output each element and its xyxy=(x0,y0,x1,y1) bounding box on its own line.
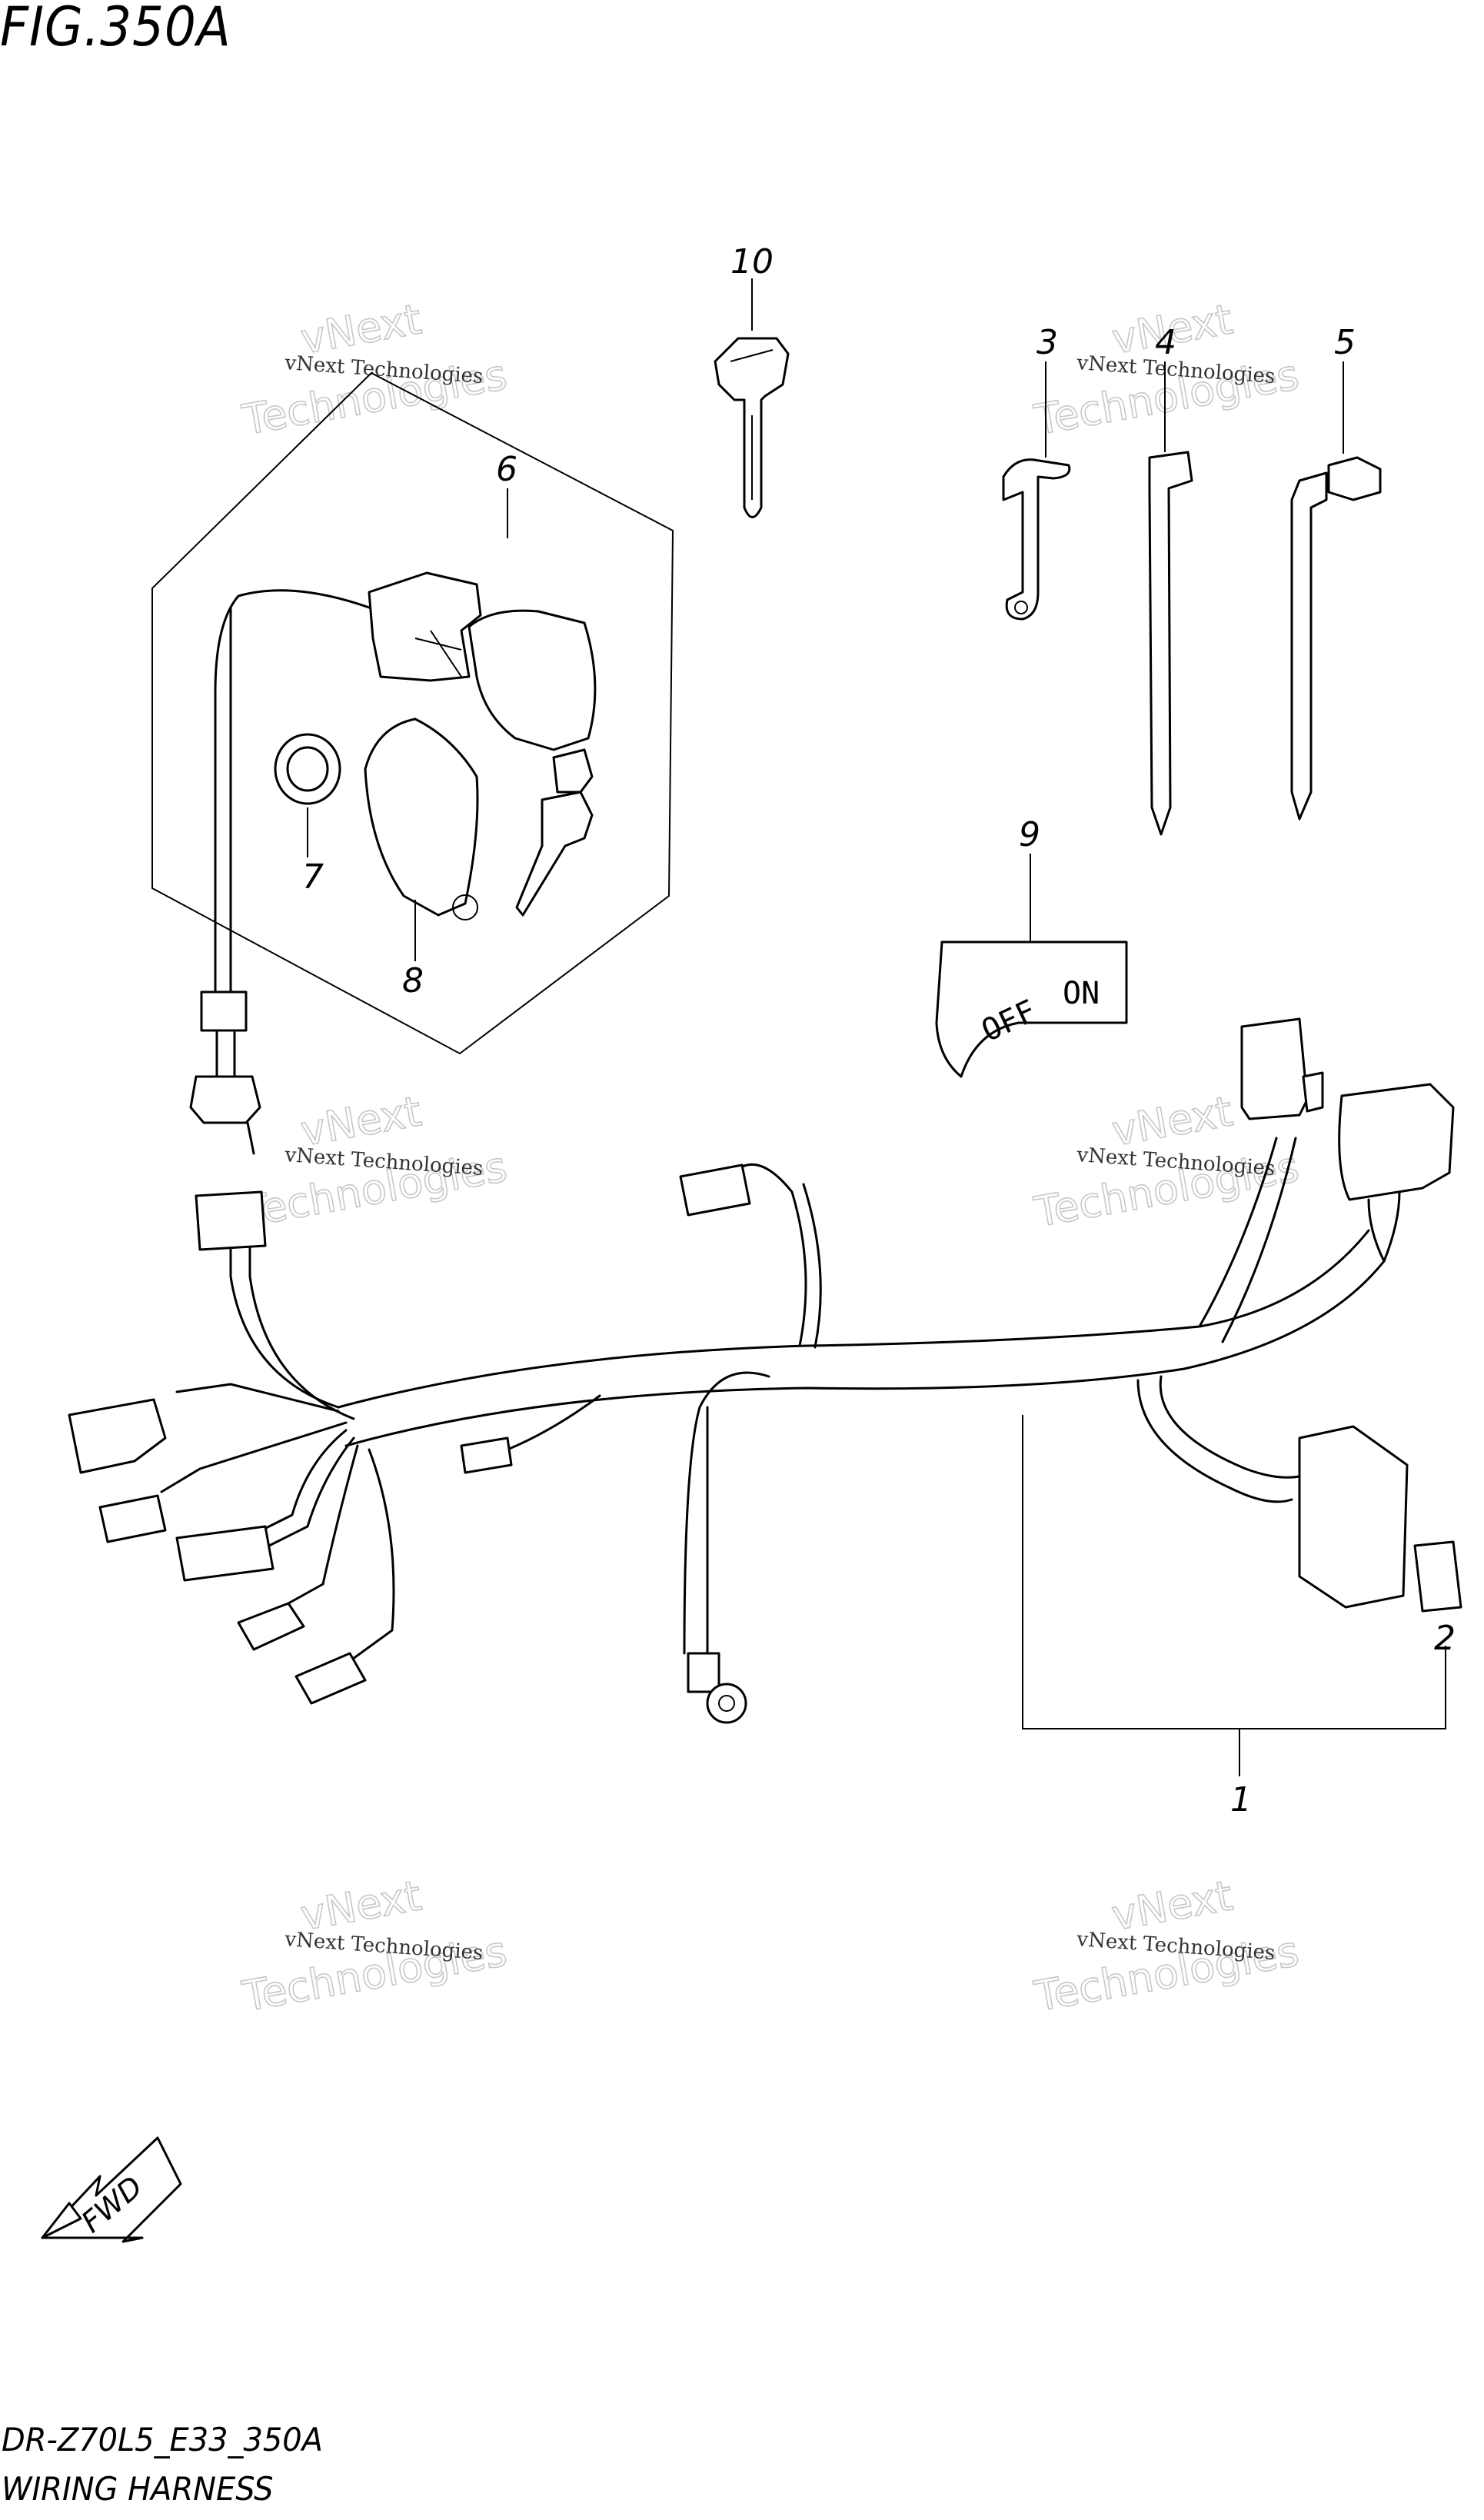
watermark-bottom-right: vNext Technologies vNext Technologies xyxy=(1030,1871,1303,2022)
callout-4: 4 xyxy=(1155,323,1176,362)
connector-bottom-b xyxy=(294,1652,367,1705)
figure-title: FIG.350A xyxy=(0,0,231,58)
callout-1: 1 xyxy=(1230,1780,1252,1819)
connector-mid-1pin xyxy=(460,1436,513,1474)
part-1-wiring-harness: 1 2 xyxy=(68,1017,1462,1819)
part-2-fuse xyxy=(1413,1540,1462,1613)
callout-3: 3 xyxy=(1036,323,1058,362)
part-10-key: 10 xyxy=(714,242,790,518)
connector-upper-4pin xyxy=(1240,1017,1309,1120)
part-3-bracket: 3 xyxy=(1002,323,1071,621)
ground-terminal xyxy=(706,1683,747,1724)
part-set-hexagon xyxy=(151,371,674,1055)
connector-bottom-a xyxy=(237,1602,305,1651)
connector-top-2pin xyxy=(679,1163,751,1217)
callout-6: 6 xyxy=(496,450,517,489)
connector-fuse-box xyxy=(1298,1425,1409,1609)
svg-text:vNext: vNext xyxy=(1108,1871,1236,1939)
callout-9: 9 xyxy=(1019,815,1040,854)
callout-10: 10 xyxy=(730,242,774,281)
footer-figure-name: WIRING HARNESS xyxy=(2,2470,274,2508)
callout-5: 5 xyxy=(1334,323,1356,362)
part-5-cable-tie: 5 xyxy=(1290,323,1382,821)
fwd-direction-arrow: FWD xyxy=(41,2136,182,2243)
connector-left-top-3pin xyxy=(195,1190,267,1251)
watermark-top-right: vNext Technologies vNext Technologies xyxy=(1030,295,1303,445)
connector-left-mid xyxy=(98,1494,167,1543)
callout-8: 8 xyxy=(402,961,424,1000)
svg-text:vNext: vNext xyxy=(1108,1087,1236,1155)
switch-label-on: ON xyxy=(1063,976,1100,1011)
callout-7: 7 xyxy=(302,857,324,897)
connector-left-upper xyxy=(68,1398,167,1474)
watermark-mid-left: vNext Technologies vNext Technologies xyxy=(238,1087,511,1237)
part-6-ignition-switch-set: 6 7 8 xyxy=(151,371,674,1155)
callout-2: 2 xyxy=(1434,1619,1456,1658)
watermark-top-left: vNext Technologies vNext Technologies xyxy=(238,295,511,445)
connector-left-lower xyxy=(175,1525,275,1582)
part-4-cable-tie: 4 xyxy=(1148,323,1193,836)
watermark-bottom-left: vNext Technologies vNext Technologies xyxy=(238,1871,511,2022)
part-8-cover xyxy=(364,717,479,917)
footer-figure-code: DR-Z70L5_E33_350A xyxy=(2,2421,323,2458)
connector-upper-6pin xyxy=(1338,1083,1455,1201)
part-9-label: 9 OFF ON xyxy=(935,815,1128,1078)
